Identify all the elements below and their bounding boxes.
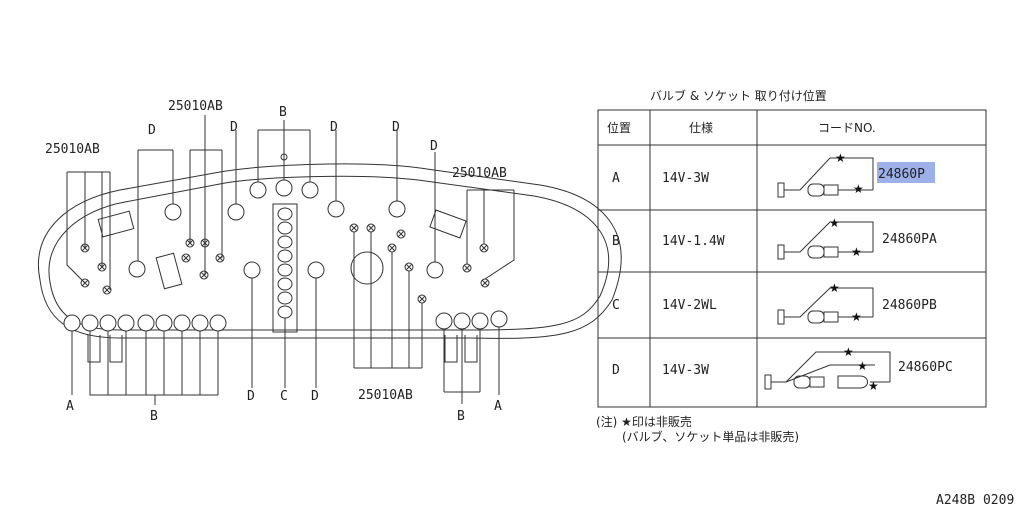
svg-text:★: ★	[851, 245, 862, 259]
code-highlight	[877, 162, 935, 183]
row-a-spec: 14V-3W	[662, 171, 709, 186]
row-c-position: C	[612, 298, 620, 313]
label-c-bottom: C	[280, 389, 288, 404]
figure-id: A248B 0209	[936, 493, 1014, 508]
leader-lines	[66, 115, 515, 405]
label-25010ab-left: 25010AB	[45, 142, 100, 157]
row-b-position: B	[612, 234, 620, 249]
row-c-spec: 14V-2WL	[662, 298, 717, 313]
socket-drawing-a	[777, 157, 874, 198]
socket-drawing-d	[764, 351, 891, 390]
svg-text:★: ★	[829, 216, 840, 230]
note-line-2: (バルブ、ソケット単品は非販売)	[622, 429, 799, 444]
cluster-labels: 25010AB 25010AB 25010AB 25010AB B D D D …	[45, 99, 507, 424]
label-b-bottom-left: B	[150, 409, 158, 424]
label-d-bottom-2: D	[311, 389, 319, 404]
svg-text:★: ★	[829, 281, 840, 295]
row-c-code: 24860PB	[882, 298, 937, 313]
row-d-position: D	[612, 363, 620, 378]
note-line-1: (注) ★印は非販売	[596, 414, 692, 429]
label-d-3: D	[330, 120, 338, 135]
label-a-left: A	[66, 399, 74, 414]
label-b-top: B	[279, 105, 287, 120]
svg-text:★: ★	[843, 345, 854, 359]
svg-text:★: ★	[853, 182, 864, 196]
label-d-4: D	[392, 120, 400, 135]
label-25010ab-bottom: 25010AB	[358, 388, 413, 403]
bulb-sockets	[63, 179, 508, 332]
table-title: バルブ & ソケット 取り付け位置	[650, 88, 827, 103]
row-b-code: 24860PA	[882, 232, 937, 247]
socket-drawing-b	[777, 221, 874, 260]
svg-text:★: ★	[857, 359, 868, 373]
header-position: 位置	[607, 120, 631, 135]
cluster-outline	[38, 163, 622, 363]
header-spec: 仕様	[689, 121, 713, 135]
row-d-code: 24860PC	[898, 360, 953, 375]
svg-text:★: ★	[851, 310, 862, 324]
row-a-code: 24860P	[878, 167, 925, 182]
svg-text:★: ★	[868, 379, 879, 393]
star-markers: ★★ ★★ ★★ ★★★	[829, 151, 879, 393]
label-25010ab-right: 25010AB	[452, 166, 507, 181]
label-d-bottom-1: D	[247, 389, 255, 404]
bulb-socket-table: バルブ & ソケット 取り付け位置 位置 仕様 コードNO. A 14V-3W …	[597, 88, 987, 408]
socket-drawing-c	[777, 287, 874, 325]
row-d-spec: 14V-3W	[662, 363, 709, 378]
label-d-2: D	[230, 120, 238, 135]
label-b-bottom-right: B	[457, 409, 465, 424]
row-a-position: A	[612, 171, 620, 186]
row-b-spec: 14V-1.4W	[662, 234, 725, 249]
label-a-right: A	[494, 399, 502, 414]
label-25010ab-top: 25010AB	[168, 99, 223, 114]
header-code: コードNO.	[818, 121, 876, 135]
svg-text:★: ★	[835, 151, 846, 165]
label-d-1: D	[148, 123, 156, 138]
label-d-5: D	[430, 139, 438, 154]
